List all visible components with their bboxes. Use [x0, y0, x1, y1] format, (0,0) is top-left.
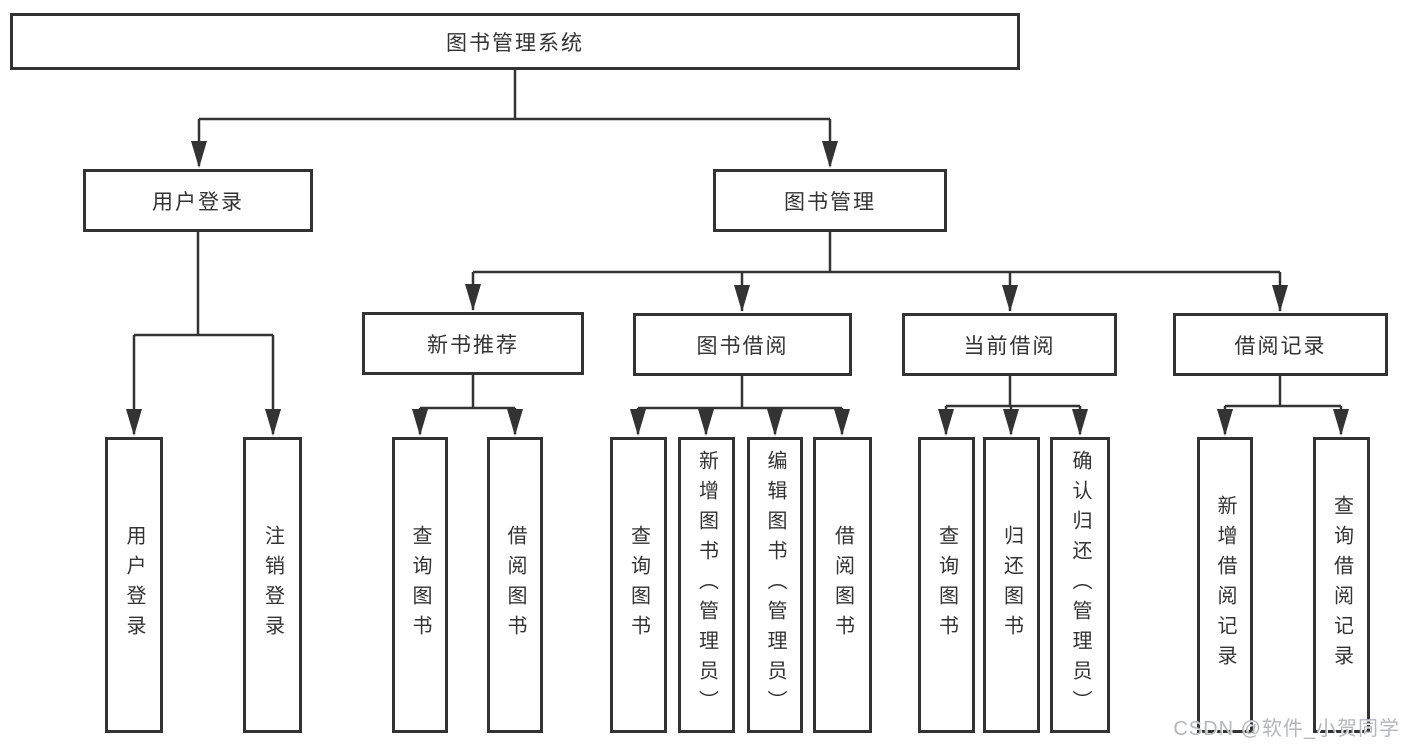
- leaf-user-login: 用户登录: [105, 437, 163, 733]
- leaf-return-book-label: 归还图书: [1000, 525, 1023, 645]
- node-user-login-module: 用户登录: [83, 169, 313, 232]
- node-borrowing-records-label: 借阅记录: [1234, 334, 1327, 358]
- leaf-recommend-borrow-book: 借阅图书: [487, 437, 543, 733]
- leaf-current-query-book: 查询图书: [918, 437, 975, 733]
- leaf-logout-label: 注销登录: [261, 525, 284, 645]
- leaf-borrowing-query-book-label: 查询图书: [627, 525, 650, 645]
- leaf-logout: 注销登录: [243, 437, 302, 733]
- leaf-add-borrow-record-label: 新增借阅记录: [1214, 495, 1236, 675]
- leaf-current-query-book-label: 查询图书: [935, 525, 958, 645]
- leaf-edit-book-admin-label: 编辑图书（管理员）: [764, 450, 786, 720]
- leaf-recommend-query-book-label: 查询图书: [409, 525, 431, 645]
- node-borrowing-records: 借阅记录: [1173, 313, 1388, 376]
- leaf-query-borrow-record-label: 查询借阅记录: [1330, 495, 1353, 675]
- leaf-edit-book-admin: 编辑图书（管理员）: [747, 437, 803, 733]
- node-new-book-recommend: 新书推荐: [362, 312, 584, 375]
- leaf-confirm-return-admin-label: 确认归还（管理员）: [1069, 450, 1091, 720]
- leaf-borrowing-query-book: 查询图书: [610, 437, 667, 733]
- leaf-confirm-return-admin: 确认归还（管理员）: [1050, 437, 1110, 733]
- leaf-borrowing-borrow-book-label: 借阅图书: [831, 525, 854, 645]
- node-book-borrowing: 图书借阅: [633, 313, 852, 376]
- leaf-query-borrow-record: 查询借阅记录: [1313, 437, 1370, 733]
- leaf-user-login-label: 用户登录: [123, 525, 145, 645]
- node-user-login-module-label: 用户登录: [152, 190, 244, 214]
- leaf-borrowing-borrow-book: 借阅图书: [813, 437, 872, 733]
- node-new-book-recommend-label: 新书推荐: [427, 333, 519, 357]
- node-current-borrowing: 当前借阅: [902, 313, 1117, 376]
- node-system-root: 图书管理系统: [10, 13, 1020, 70]
- watermark-text: CSDN @软件_小贺同学: [1173, 718, 1400, 740]
- leaf-return-book: 归还图书: [983, 437, 1040, 733]
- node-book-borrowing-label: 图书借阅: [696, 334, 789, 358]
- leaf-add-borrow-record: 新增借阅记录: [1197, 437, 1253, 733]
- leaf-add-book-admin-label: 新增图书（管理员）: [695, 450, 718, 720]
- node-book-management-module: 图书管理: [713, 169, 947, 232]
- leaf-add-book-admin: 新增图书（管理员）: [678, 437, 735, 733]
- leaf-recommend-borrow-book-label: 借阅图书: [504, 525, 526, 645]
- node-current-borrowing-label: 当前借阅: [963, 334, 1056, 358]
- node-book-management-module-label: 图书管理: [784, 190, 876, 214]
- leaf-recommend-query-book: 查询图书: [392, 437, 448, 733]
- connector-paths: [132, 70, 1343, 434]
- node-system-root-label: 图书管理系统: [446, 31, 584, 55]
